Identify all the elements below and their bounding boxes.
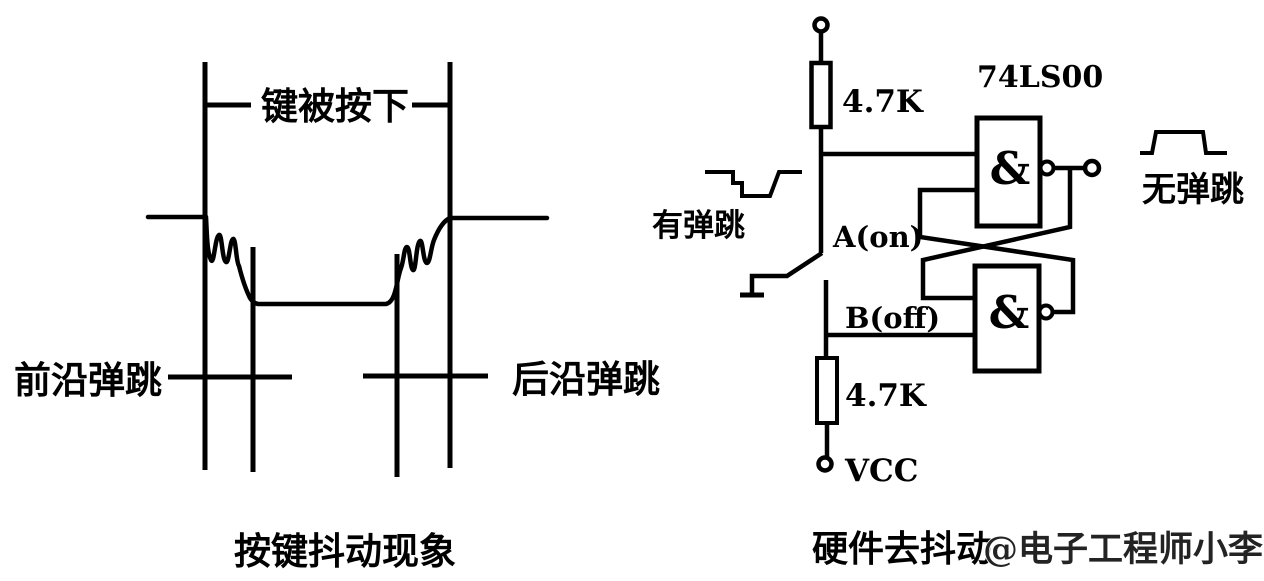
output-terminal xyxy=(1082,158,1102,178)
left-caption: 按键抖动现象 xyxy=(234,529,456,573)
pullup-bottom-value-label: 4.7K xyxy=(845,378,927,414)
contact-a-label: A(on) xyxy=(832,220,923,254)
bouncy-signal-waveform xyxy=(145,214,550,307)
nand-gate-2 xyxy=(972,263,1042,374)
right-caption: 硬件去抖动 xyxy=(812,528,992,570)
bouncy-wave-label: 有弹跳 xyxy=(652,208,745,244)
nand-gate-1 xyxy=(974,115,1043,229)
feedback-wire-q-to-gate2 xyxy=(920,168,1073,301)
bouncy-wave-icon xyxy=(705,170,802,198)
debounce-circuit xyxy=(705,16,1227,473)
nand-gate-2-symbol: & xyxy=(989,286,1030,339)
switch-arm-and-pole-wire xyxy=(749,251,824,294)
key-pressed-label: 键被按下 xyxy=(261,84,409,128)
vcc-terminal xyxy=(816,455,834,473)
clean-pulse-icon xyxy=(1140,130,1227,155)
nand-gate-1-bubble xyxy=(1038,159,1056,177)
watermark-text: @电子工程师小李 xyxy=(983,529,1263,570)
leading-edge-bounce-label: 前沿弹跳 xyxy=(14,358,162,402)
trailing-edge-bounce-label: 后沿弹跳 xyxy=(512,357,660,401)
clean-wave-label: 无弹跳 xyxy=(1142,170,1244,210)
pullup-resistor-top xyxy=(809,60,833,130)
contact-b-label: B(off) xyxy=(845,301,940,335)
nand-gate-1-symbol: & xyxy=(990,142,1031,195)
vcc-label: VCC xyxy=(844,453,918,489)
feedback-wire-qbar-to-gate1 xyxy=(917,187,1076,315)
pullup-top-value-label: 4.7K xyxy=(842,84,924,120)
nand-gate-2-bubble xyxy=(1037,303,1055,321)
top-terminal xyxy=(812,16,830,34)
pullup-resistor-bottom xyxy=(815,356,839,425)
chip-label: 74LS00 xyxy=(977,60,1103,95)
